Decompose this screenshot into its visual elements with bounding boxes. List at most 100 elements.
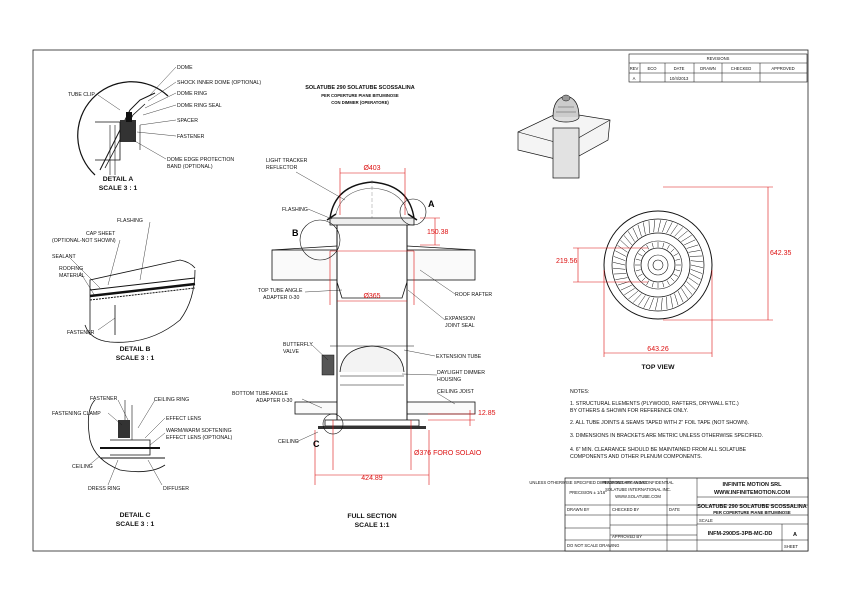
detail-c-label-ceiling-ring: CEILING RING	[154, 397, 189, 403]
top-view-fin	[638, 225, 642, 237]
tb-url: WWW.INFINITEMOTION.COM	[714, 490, 790, 496]
top-view-fin	[678, 231, 687, 239]
drawing-title-line3: CON DIMMER (OPERATORE)	[331, 100, 389, 105]
top-view-fin	[649, 298, 653, 309]
callout-a: A	[428, 199, 435, 209]
full-section-title: FULL SECTION	[347, 513, 396, 520]
detail-b-label-flashing: FLASHING	[117, 218, 143, 224]
detail-b-label-fastener: FASTENER	[67, 330, 95, 336]
top-view-fin	[688, 250, 700, 252]
detail-b-label-roofing: ROOFING	[59, 266, 83, 272]
notes: NOTES: 1. STRUCTURAL ELEMENTS (PLYWOOD, …	[570, 389, 763, 460]
top-view-fin	[628, 231, 635, 241]
detail-b-scale: SCALE 3 : 1	[116, 355, 155, 362]
detail-c-label-diffuser: DIFFUSER	[163, 486, 189, 492]
note-1a: 1. STRUCTURAL ELEMENTS (PLYWOOD, RAFTERS…	[570, 401, 739, 407]
tb-inner-note: DO NOT SCALE DRAWING	[567, 543, 619, 548]
top-view-inner-fin	[674, 254, 678, 257]
top-view-inner-fin	[671, 249, 675, 253]
detail-b-title: DETAIL B	[120, 346, 151, 353]
fs-label-expansion1: EXPANSION	[445, 316, 475, 322]
detail-a-label-shock-inner-dome: SHOCK INNER DOME (OPTIONAL)	[177, 80, 261, 86]
fs-label-expansion2: JOINT SEAL	[445, 323, 475, 329]
top-view-fin	[691, 269, 702, 273]
detail-c-label-ceiling: CEILING	[72, 464, 93, 470]
fs-label-butterfly2: VALVE	[283, 349, 299, 355]
detail-a-label-tube-clip: TUBE CLIP	[68, 92, 95, 98]
top-view-fin	[678, 291, 683, 302]
full-section-scale: SCALE 1:1	[355, 522, 390, 529]
tb-web: WWW.SOLATUBE.COM	[615, 494, 661, 499]
top-view-fin	[633, 228, 638, 239]
detail-a-label-fastener: FASTENER	[177, 134, 205, 140]
tb-checked-label: CHECKED BY	[612, 507, 639, 512]
revisions-title: REVISIONS	[707, 56, 730, 61]
top-view-inner-fin	[675, 270, 680, 271]
top-view-inner-fin	[663, 243, 664, 248]
top-view-inner-fin	[674, 274, 678, 277]
detail-c-label-effect-lens: EFFECT LENS	[166, 416, 202, 422]
rev-row-date: 10/4/2013	[670, 76, 689, 81]
top-view-fin	[681, 288, 688, 298]
detail-c-label-warm: WARM/WARM SOFTENING	[166, 428, 232, 434]
detail-b-label-material: MATERIAL	[59, 273, 85, 279]
fs-label-butterfly1: BUTTERFLY	[283, 342, 313, 348]
detail-c-scale: SCALE 3 : 1	[116, 521, 155, 528]
fs-label-top-angle2: ADAPTER 0-30	[263, 295, 299, 301]
top-view-inner-fin	[638, 274, 642, 277]
dim-d403: Ø403	[363, 165, 380, 172]
detail-a-label-spacer: SPACER	[177, 118, 198, 124]
tb-proprietary: PROPRIETARY AND CONFIDENTIAL	[602, 480, 674, 485]
detail-a-label-dome: DOME	[177, 65, 193, 71]
detail-c-label-warm-optional: EFFECT LENS (OPTIONAL)	[166, 435, 232, 441]
fs-label-ceiling: CEILING	[278, 439, 299, 445]
rev-header-rev: REV	[630, 66, 639, 71]
top-view-fin	[615, 278, 627, 280]
tb-address: SOLATUBE INTERNATIONAL INC.	[605, 487, 671, 492]
top-view-fin	[671, 225, 678, 235]
top-view: 643.26 642.35 219.56 TOP VIEW	[556, 187, 792, 371]
fs-label-roof-rafter: ROOF RAFTER	[455, 292, 492, 298]
top-view-inner-fin	[652, 243, 653, 248]
title-block: UNLESS OTHERWISE SPECIFIED DIMENSIONS AR…	[529, 478, 808, 551]
top-view-fin	[620, 240, 629, 248]
top-view-fin	[633, 294, 641, 303]
top-view-fin	[629, 291, 638, 299]
top-view-inner-fin	[667, 245, 670, 249]
full-section: Ø403 150.38 Ø365 12.85 Ø376 FORO SOLAIO …	[232, 158, 496, 529]
fs-label-bottom-angle2: ADAPTER 0-30	[256, 398, 292, 404]
top-view-fin	[671, 295, 673, 307]
top-view-inner-fin	[642, 278, 646, 282]
note-2: 2. ALL TUBE JOINTS & SEAMS TAPED WITH 2"…	[570, 420, 749, 426]
rev-row-rev: A	[633, 76, 636, 81]
top-view-fin	[643, 222, 645, 234]
note-4a: 4. 6" MIN. CLEARANCE SHOULD BE MAINTAINE…	[570, 447, 747, 453]
tb-precision: PRECISION ± 1/16"	[569, 490, 607, 495]
rev-header-drawn: DRAWN	[700, 66, 716, 71]
tb-rev: A	[793, 532, 797, 538]
detail-c-label-dress-ring: DRESS RING	[88, 486, 120, 492]
top-view-fin	[624, 236, 632, 245]
tb-title2: PER COPERTURE PIANE BITUMINOSE	[713, 510, 791, 515]
top-view-fin	[614, 256, 625, 260]
tb-date-label: DATE	[669, 507, 680, 512]
top-view-title: TOP VIEW	[642, 364, 676, 371]
sheet-border	[33, 50, 808, 551]
top-view-dim-height: 642.35	[770, 250, 792, 257]
rev-header-checked: CHECKED	[731, 66, 751, 71]
top-view-fin	[687, 245, 699, 249]
top-view-inner-fin	[647, 245, 650, 249]
drawing-title-line1: SOLATUBE 290 SOLATUBE SCOSSALINA	[305, 85, 415, 91]
top-view-fin	[684, 285, 692, 294]
dim-150-38: 150.38	[427, 229, 449, 236]
top-view-dim-width: 643.26	[647, 346, 669, 353]
fs-label-flashing: FLASHING	[282, 207, 308, 213]
detail-a-label-dome-ring: DOME RING	[177, 91, 207, 97]
top-view-inner-fin	[667, 281, 670, 285]
top-view-fin	[662, 221, 666, 232]
detail-a-label-dome-ring-seal: DOME RING SEAL	[177, 103, 222, 109]
detail-a-label-band-optional: BAND (OPTIONAL)	[167, 164, 213, 170]
revisions-table: REVISIONS REV ECO DATE DRAWN CHECKED APP…	[629, 54, 807, 82]
